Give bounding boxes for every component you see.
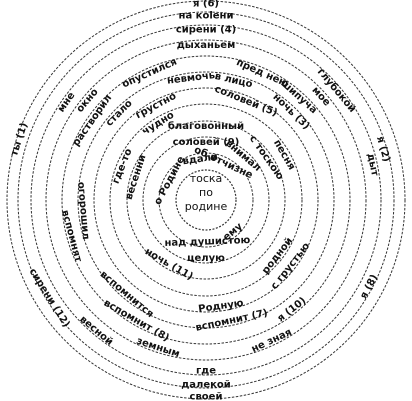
ring-word: Родную (198, 298, 245, 315)
ring-word: ты (1) (9, 121, 30, 157)
ring-word: я (8) (358, 273, 380, 301)
ring-1 (175, 169, 237, 231)
ring-10 (30, 24, 382, 376)
ring-word: мне (56, 90, 78, 114)
ring-word: невмочь (166, 70, 215, 87)
center-label: тоска по родине (185, 172, 228, 213)
ring-word: целую (187, 253, 225, 264)
ring-word: где (196, 366, 216, 377)
ring-word: на коleни (179, 11, 234, 22)
center-line-3: родине (185, 200, 228, 213)
ring-word: над душистою (164, 235, 250, 249)
ring-group (6, 0, 406, 400)
ring-word: я (10) (276, 295, 309, 324)
ring-word: дыт (365, 152, 381, 177)
ring-word: не зная (250, 327, 294, 355)
ring-word: весной (77, 314, 115, 348)
ring-7 (77, 71, 335, 329)
ring-word: дыханьем (177, 40, 236, 51)
ring-word: я (6) (193, 0, 219, 10)
ring-6 (93, 87, 319, 313)
center-line-2: по (199, 186, 213, 199)
ring-4 (126, 120, 286, 280)
ring-word: сирени (4) (176, 25, 236, 36)
ring-8 (61, 55, 351, 345)
ring-word: соловей (9) (173, 137, 240, 148)
ring-2 (158, 152, 254, 248)
ring-12 (6, 0, 406, 400)
ring-word: ночь (11) (143, 246, 195, 282)
ring-word: огорошил (75, 181, 91, 240)
ring-5 (109, 103, 303, 297)
center-line-1: тоска (190, 172, 223, 185)
ring-word: благовонный (168, 120, 244, 132)
ring-word: своей (190, 392, 223, 401)
ring-word: вдали (182, 151, 219, 167)
ring-3 (142, 136, 270, 264)
ring-9 (45, 39, 367, 361)
ring-word: далекой (181, 380, 231, 391)
ring-11 (17, 11, 395, 389)
